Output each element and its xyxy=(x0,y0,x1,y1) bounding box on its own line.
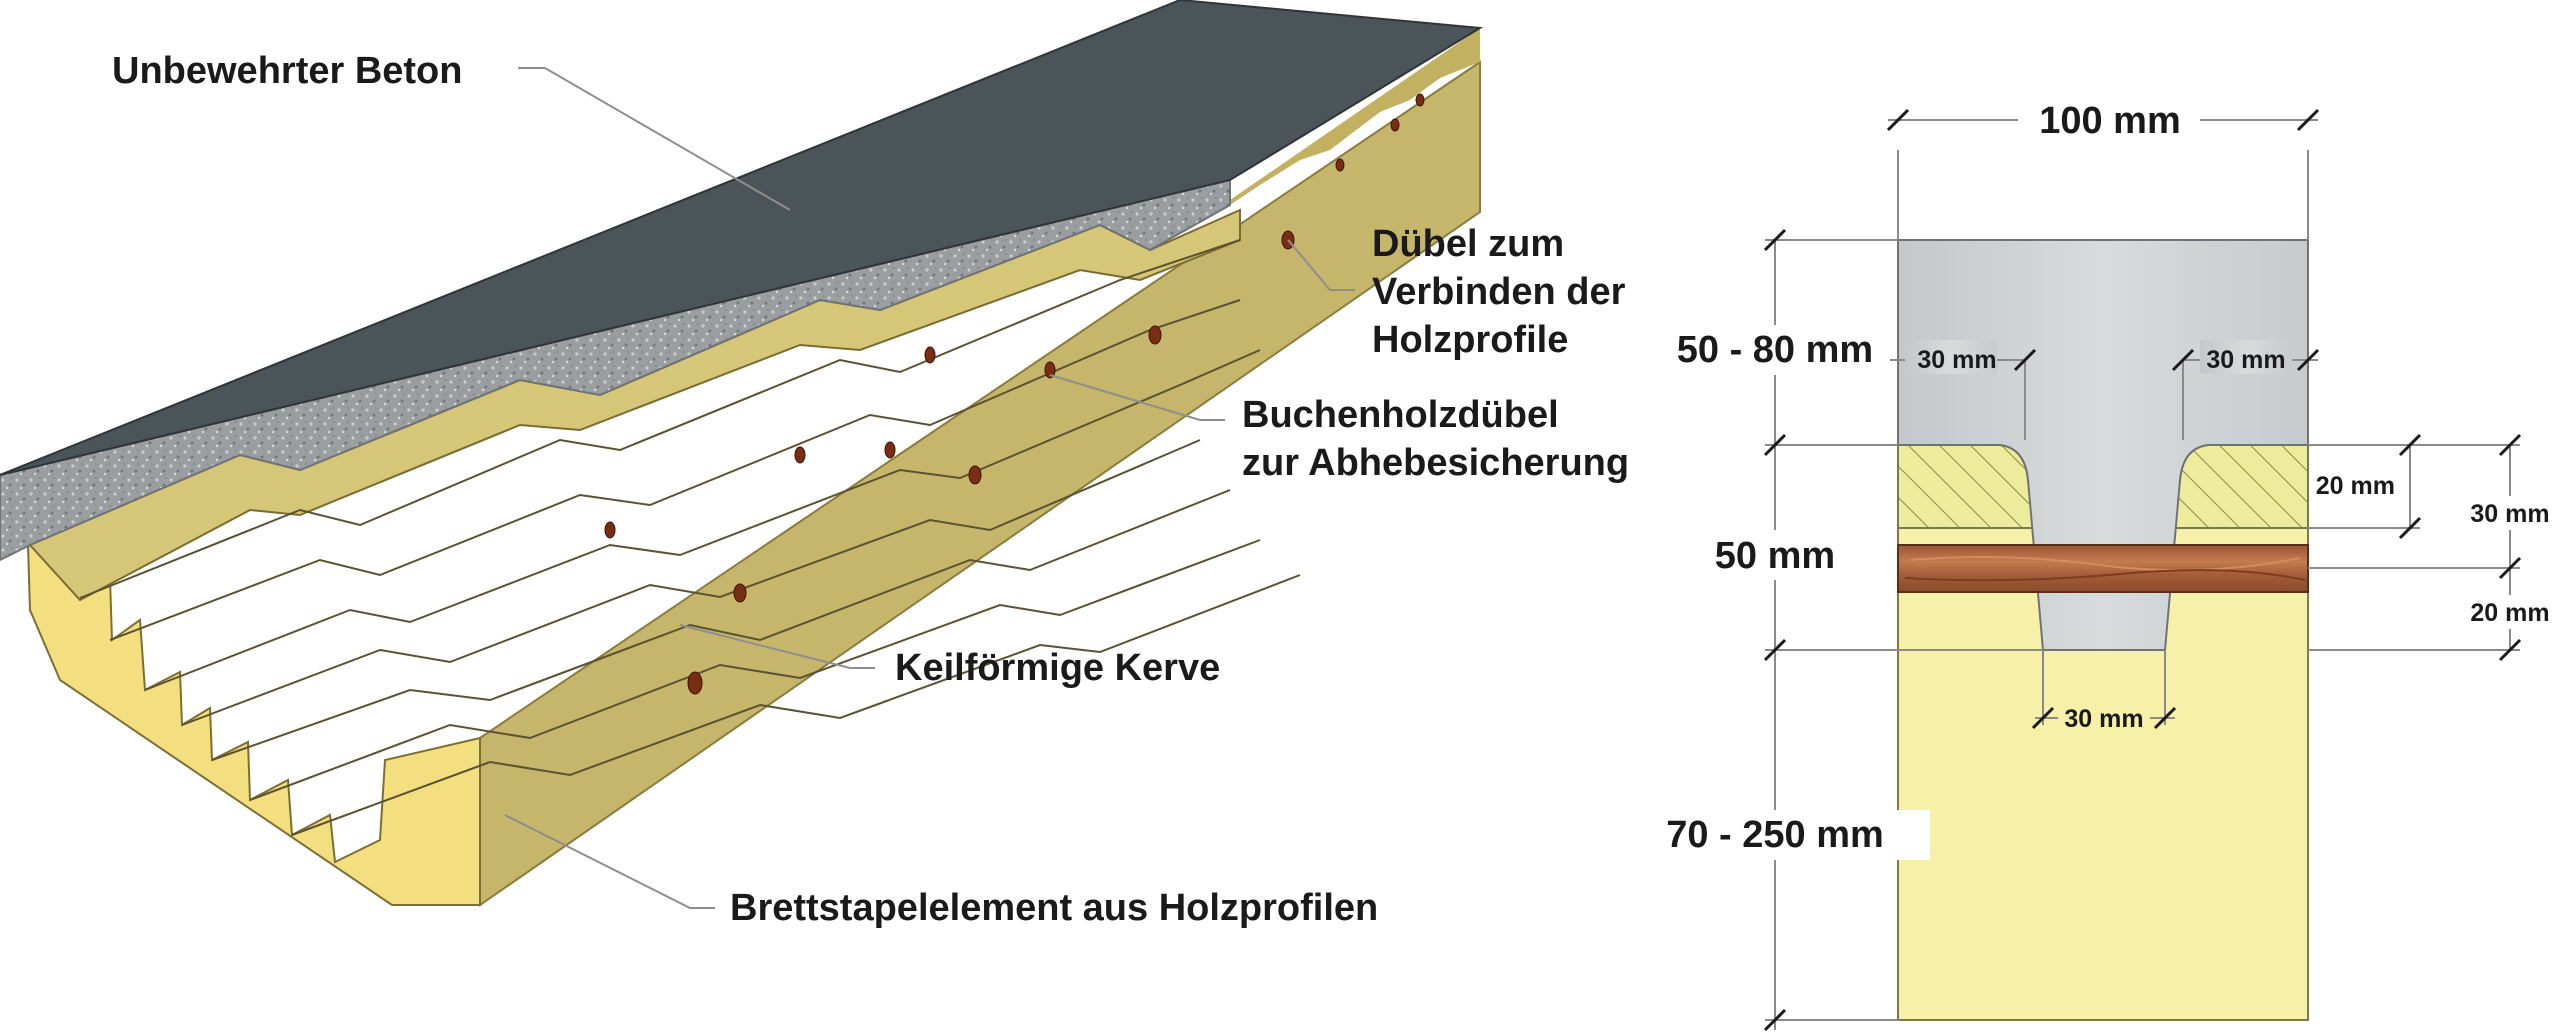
dim-concrete-height: 50 - 80 mm xyxy=(1677,329,1873,371)
dim-width: 100 mm xyxy=(2039,100,2181,142)
concrete-end-strip xyxy=(1230,28,1480,205)
leader-beech xyxy=(1049,374,1225,421)
label-element: Brettstapelelement aus Holzprofilen xyxy=(730,887,1378,929)
perspective-view: Unbewehrter Beton Dübel zum Verbinden de… xyxy=(0,0,1629,929)
leader-concrete xyxy=(518,67,791,211)
dim-timber-height: 70 - 250 mm xyxy=(1666,814,1884,856)
dim-notch-bottom: 30 mm xyxy=(2064,705,2143,733)
label-beech-1: Buchenholzdübel xyxy=(1242,394,1559,436)
section-board xyxy=(1897,544,2309,593)
dim-top-layer: 20 mm xyxy=(2316,472,2395,500)
dim-left-offset: 30 mm xyxy=(1917,346,1996,374)
leader-element xyxy=(504,814,715,909)
label-notch: Keilförmige Kerve xyxy=(895,647,1220,689)
cross-section: 100 mm 50 - 80 mm 50 mm 70 - 250 mm 30 m… xyxy=(1620,100,2558,1032)
leader-notch xyxy=(679,624,875,669)
label-dowel-1: Dübel zum xyxy=(1372,223,1564,265)
timber-profiles xyxy=(28,208,1301,836)
section-hatch-left xyxy=(1897,444,2040,529)
dim-right-offset: 30 mm xyxy=(2206,346,2285,374)
label-dowel-3: Holzprofile xyxy=(1372,319,1568,361)
section-timber xyxy=(1897,591,2309,1021)
label-concrete: Unbewehrter Beton xyxy=(112,50,462,92)
leader-dowel xyxy=(1287,239,1355,291)
label-beech-2: zur Abhebesicherung xyxy=(1242,442,1629,484)
dim-bottom-layer: 20 mm xyxy=(2470,599,2549,627)
label-dowel-2: Verbinden der xyxy=(1372,271,1626,313)
concrete-side xyxy=(0,178,1231,562)
concrete-top xyxy=(0,0,1484,476)
dim-right-total: 30 mm xyxy=(2470,500,2549,528)
dowel-holes xyxy=(604,93,1425,695)
section-hatch-right xyxy=(2170,444,2309,529)
dim-notch-height: 50 mm xyxy=(1715,535,1835,577)
